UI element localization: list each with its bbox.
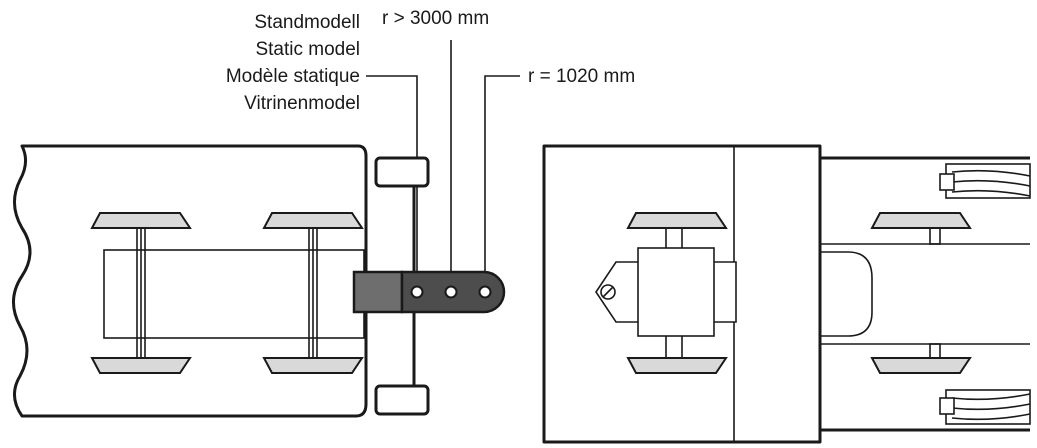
wheel-bottom-2 bbox=[262, 357, 364, 374]
left-buffer-top bbox=[374, 156, 430, 188]
coupler-bar bbox=[352, 270, 506, 314]
wheel-bottom-3 bbox=[626, 357, 728, 374]
wheel-bottom-1 bbox=[90, 357, 192, 374]
wheel-top-4 bbox=[870, 212, 972, 229]
wheel-top-3 bbox=[626, 212, 728, 229]
label-standmodell: Standmodell bbox=[254, 12, 360, 33]
label-vitrinenmodel: Vitrinenmodel bbox=[244, 93, 360, 114]
leader-line-static-model bbox=[366, 75, 418, 287]
label-radius-small: r = 1020 mm bbox=[528, 66, 635, 87]
label-static-model: Static model bbox=[255, 39, 360, 60]
wheel-bottom-4 bbox=[870, 357, 972, 374]
label-modele-statique: Modèle statique bbox=[226, 66, 360, 87]
leader-line-radius-small bbox=[484, 75, 520, 287]
wheel-top-2 bbox=[262, 212, 364, 229]
left-buffer-bottom bbox=[374, 384, 430, 416]
coupler-hole-large-radius bbox=[444, 285, 458, 299]
label-radius-large: r > 3000 mm bbox=[382, 8, 489, 29]
right-buffer-bottom bbox=[939, 389, 1031, 425]
right-wagon bbox=[542, 144, 1031, 444]
right-buffer-top bbox=[939, 163, 1031, 199]
wheel-top-1 bbox=[90, 212, 192, 229]
coupler-hole-small-radius bbox=[478, 285, 492, 299]
coupler-hole-static bbox=[410, 285, 424, 299]
